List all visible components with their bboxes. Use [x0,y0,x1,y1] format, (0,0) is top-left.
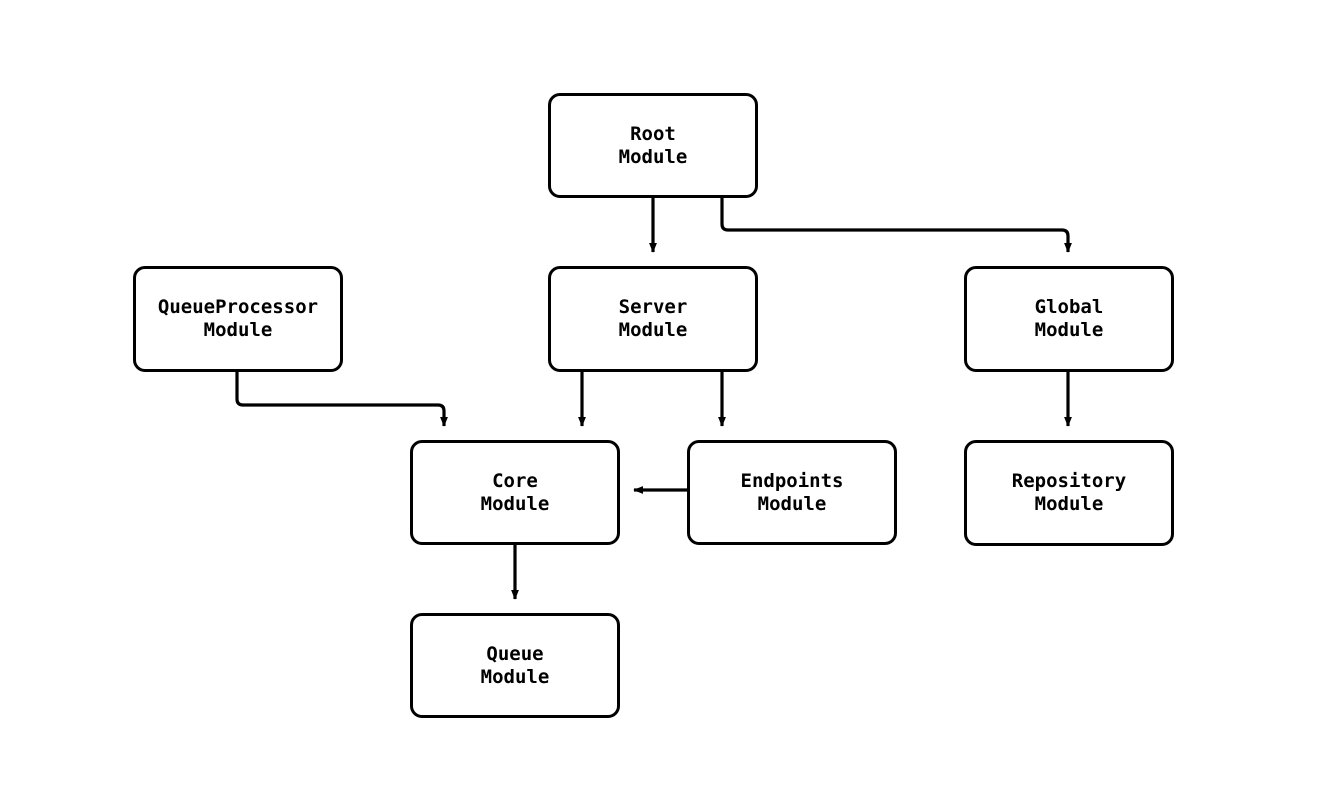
node-queue[interactable]: Queue Module [410,613,620,718]
node-repository[interactable]: Repository Module [964,440,1174,546]
node-endpoints[interactable]: Endpoints Module [687,440,897,545]
node-root[interactable]: Root Module [548,93,758,198]
node-global-label: Global Module [1034,296,1104,341]
node-core-label: Core Module [480,469,550,515]
node-queueprocessor-label: QueueProcessor Module [157,296,319,341]
edge-queueprocessor-core [235,372,448,427]
node-core[interactable]: Core Module [410,440,620,545]
node-endpoints-label: Endpoints Module [740,469,844,515]
node-server[interactable]: Server Module [548,266,758,372]
node-repository-label: Repository Module [1011,470,1127,515]
node-root-label: Root Module [618,122,688,168]
edge-root-global [720,198,1072,253]
node-global[interactable]: Global Module [964,266,1174,372]
node-queue-label: Queue Module [480,642,550,688]
node-queueprocessor[interactable]: QueueProcessor Module [133,266,343,372]
node-server-label: Server Module [618,296,688,341]
